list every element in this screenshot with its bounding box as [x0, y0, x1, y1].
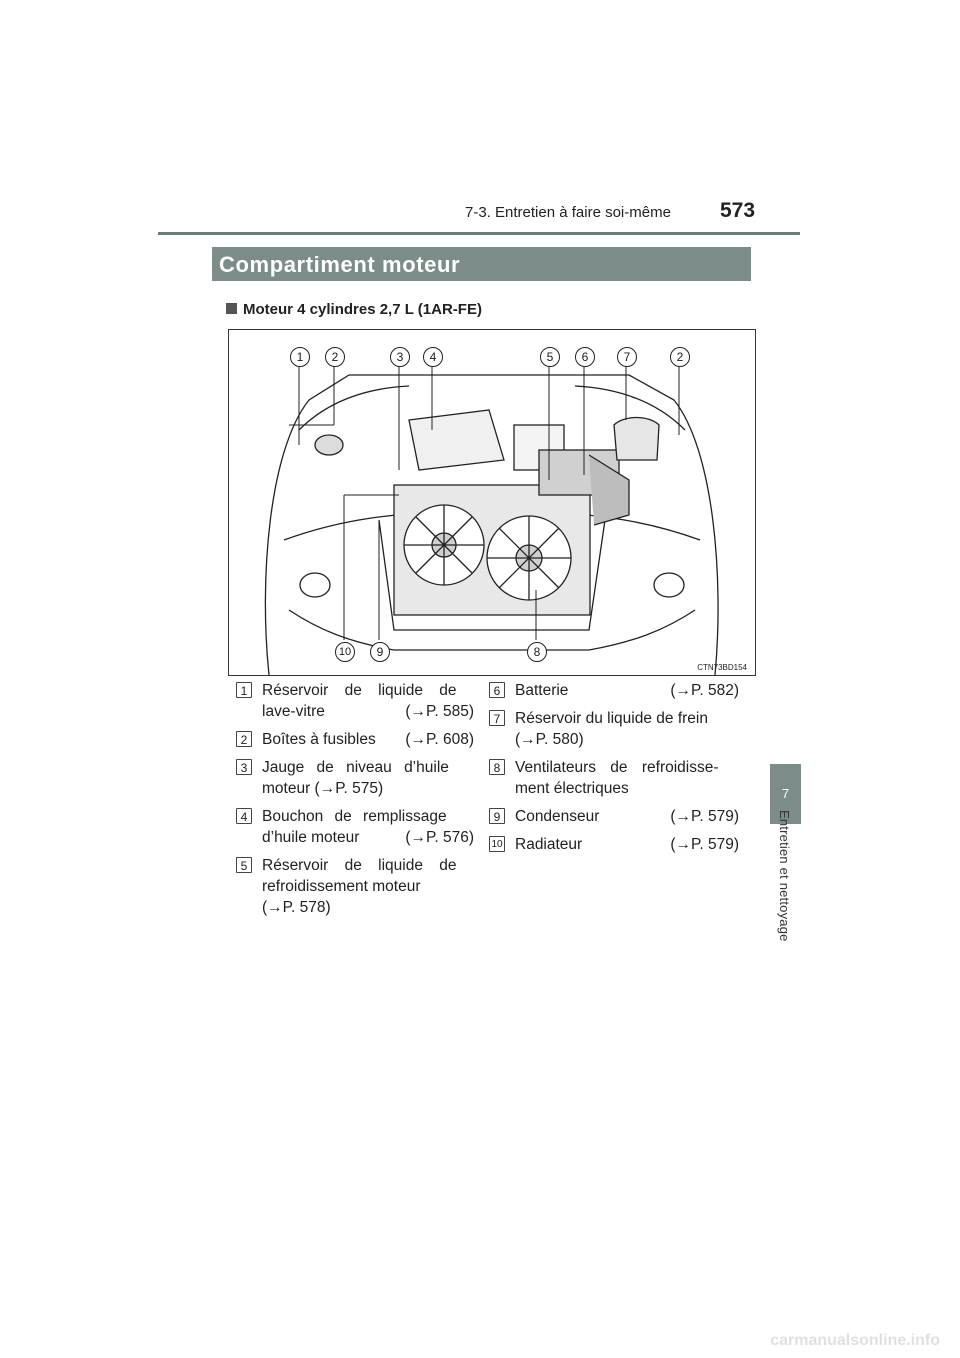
legend-number: 5: [236, 857, 252, 873]
legend-text: Boîtes à fusibles: [262, 731, 376, 748]
legend-number: 10: [489, 836, 505, 852]
callout-4: 4: [423, 347, 443, 367]
legend-line: Bouchon de remplissage: [262, 806, 474, 827]
legend-ref: (→P. 579): [670, 836, 739, 853]
legend-ref: (→P. 585): [405, 703, 474, 720]
legend-ref: (→P. 582): [670, 682, 739, 699]
legend-text: Jauge de niveau d’huile: [262, 759, 449, 776]
header-rule: [158, 232, 800, 235]
subheading-text: Moteur 4 cylindres 2,7 L (1AR-FE): [243, 301, 482, 318]
legend-item: 6 Batterie (→P. 582): [489, 680, 739, 701]
legend-ref: (→P. 608): [405, 731, 474, 748]
legend-line: Radiateur (→P. 579): [515, 834, 739, 855]
legend-ref: (→P. 580): [515, 731, 584, 748]
legend-item: 2 Boîtes à fusibles (→P. 608): [236, 729, 474, 750]
legend-line: Réservoir de liquide de: [262, 680, 474, 701]
legend-item: 8 Ventilateurs de refroidisse- ment élec…: [489, 757, 739, 799]
legend-line: Jauge de niveau d’huile: [262, 757, 474, 778]
legend-item: 3 Jauge de niveau d’huile moteur (→P. 57…: [236, 757, 474, 799]
legend-line: Condenseur (→P. 579): [515, 806, 739, 827]
legend-text: Réservoir du liquide de frein: [515, 710, 708, 727]
legend-text: Réservoir de liquide de: [262, 682, 457, 699]
watermark: carmanualsonline.info: [770, 1332, 940, 1349]
legend-text: Condenseur: [515, 808, 600, 825]
legend-item: 4 Bouchon de remplissage d’huile moteur (…: [236, 806, 474, 848]
legend-line: moteur (→P. 575): [262, 778, 474, 799]
legend-text: refroidissement moteur: [262, 878, 421, 895]
legend-text: moteur (→P. 575): [262, 780, 384, 797]
legend-number: 4: [236, 808, 252, 824]
legend-item: 5 Réservoir de liquide de refroidissemen…: [236, 855, 474, 918]
legend-number: 6: [489, 682, 505, 698]
legend-line: refroidissement moteur: [262, 876, 474, 897]
legend-number: 3: [236, 759, 252, 775]
legend-line: Réservoir du liquide de frein: [515, 708, 739, 729]
legend-item: 9 Condenseur (→P. 579): [489, 806, 739, 827]
legend-text: Batterie: [515, 682, 569, 699]
header-section-title: 7-3. Entretien à faire soi-même: [465, 204, 671, 221]
legend-line: Réservoir de liquide de: [262, 855, 474, 876]
engine-compartment-illustration: 1 2 3 4 5 6 7 2 10 9 8 CTN73BD154: [228, 329, 756, 676]
figure-code: CTN73BD154: [697, 663, 747, 672]
chapter-tab-label: Entretien et nettoyage: [777, 810, 792, 942]
legend-line: Boîtes à fusibles (→P. 608): [262, 729, 474, 750]
legend-number: 9: [489, 808, 505, 824]
legend-text: Réservoir de liquide de: [262, 857, 457, 874]
page-number: 573: [720, 199, 756, 222]
legend-text: lave-vitre: [262, 703, 325, 720]
legend-text: Ventilateurs de refroidisse-: [515, 759, 719, 776]
section-title: Compartiment moteur: [212, 247, 751, 281]
legend-right: 6 Batterie (→P. 582) 7 Réservoir du liqui…: [489, 680, 739, 862]
callout-10: 10: [335, 642, 355, 662]
callout-7: 7: [617, 347, 637, 367]
legend-text: Bouchon de remplissage: [262, 808, 447, 825]
legend-line: (→P. 578): [262, 897, 474, 918]
legend-line: Batterie (→P. 582): [515, 680, 739, 701]
callout-2b: 2: [670, 347, 690, 367]
legend-number: 2: [236, 731, 252, 747]
legend-ref: (→P. 578): [262, 899, 331, 916]
legend-line: ment électriques: [515, 778, 739, 799]
engine-drawing: [264, 365, 719, 675]
legend-line: (→P. 580): [515, 729, 739, 750]
callout-5: 5: [540, 347, 560, 367]
legend-ref: (→P. 579): [670, 808, 739, 825]
callout-2: 2: [325, 347, 345, 367]
legend-line: d’huile moteur (→P. 576): [262, 827, 474, 848]
legend-item: 1 Réservoir de liquide de lave-vitre (→P.…: [236, 680, 474, 722]
callout-1: 1: [290, 347, 310, 367]
legend-number: 1: [236, 682, 252, 698]
legend-ref: (→P. 576): [405, 829, 474, 846]
subheading: Moteur 4 cylindres 2,7 L (1AR-FE): [226, 301, 482, 318]
legend-number: 7: [489, 710, 505, 726]
chapter-tab: 7: [770, 764, 801, 824]
legend-left: 1 Réservoir de liquide de lave-vitre (→P.…: [236, 680, 474, 925]
callout-3: 3: [390, 347, 410, 367]
callout-6: 6: [575, 347, 595, 367]
legend-text: Radiateur: [515, 836, 583, 853]
legend-text: d’huile moteur: [262, 829, 360, 846]
legend-text: ment électriques: [515, 780, 629, 797]
legend-number: 8: [489, 759, 505, 775]
square-bullet-icon: [226, 303, 237, 314]
legend-line: lave-vitre (→P. 585): [262, 701, 474, 722]
legend-item: 7 Réservoir du liquide de frein (→P. 580…: [489, 708, 739, 750]
callout-8: 8: [527, 642, 547, 662]
legend-item: 10 Radiateur (→P. 579): [489, 834, 739, 855]
callout-9: 9: [370, 642, 390, 662]
legend-line: Ventilateurs de refroidisse-: [515, 757, 739, 778]
